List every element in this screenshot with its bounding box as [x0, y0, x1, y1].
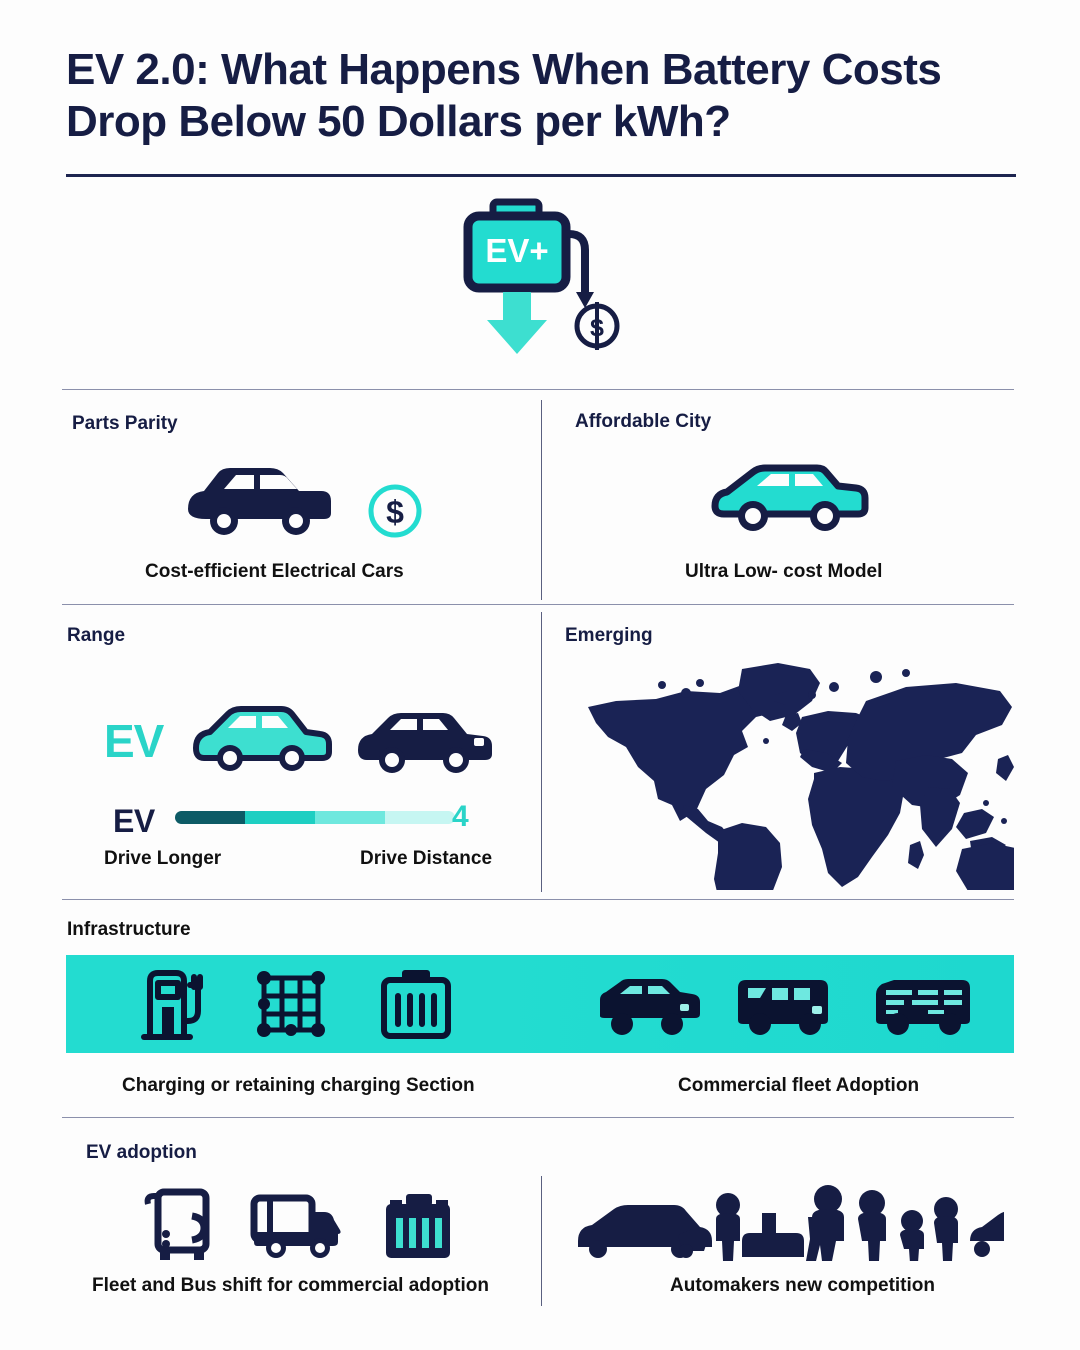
infrastructure-band: [66, 955, 1014, 1053]
divider-row-3-bottom: [62, 1117, 1014, 1118]
battery-cost-drop-icon: EV+ $: [463, 198, 620, 354]
range-bar-segment-1: [175, 811, 245, 824]
section-label-infrastructure: Infrastructure: [67, 919, 191, 940]
divider-vertical-row-1: [541, 400, 542, 600]
range-bar-segment-2: [245, 811, 315, 824]
title-line-1: EV 2.0: What Happens When Battery Costs: [66, 45, 942, 94]
battery-bars-icon: [386, 1194, 450, 1258]
truck-icon: [876, 980, 970, 1035]
dollar-circle-icon: $: [368, 484, 422, 538]
down-arrow-icon: [487, 292, 547, 354]
divider-row-1-top: [62, 389, 1014, 390]
range-bar-segment-3: [315, 811, 385, 824]
section-label-affordable-city: Affordable City: [575, 411, 712, 432]
section-label-ev-adoption: EV adoption: [86, 1142, 197, 1163]
battery-label: EV+: [485, 232, 548, 269]
range-ev-badge-top: EV: [104, 715, 164, 767]
suv-icon: [600, 979, 700, 1035]
divider-row-1-bottom: [62, 604, 1014, 605]
section-label-emerging: Emerging: [565, 625, 653, 646]
grid-network-icon: [257, 971, 325, 1037]
page-title: EV 2.0: What Happens When Battery Costs …: [66, 44, 1018, 148]
caption-commercial-fleet: Commercial fleet Adoption: [678, 1075, 920, 1096]
caption-affordable-city: Ultra Low- cost Model: [685, 561, 883, 582]
range-progress-bar: [175, 811, 455, 824]
title-underline: [66, 174, 1016, 177]
caption-drive-longer: Drive Longer: [104, 848, 222, 869]
caption-charging-section: Charging or retaining charging Section: [122, 1075, 475, 1096]
delivery-truck-icon: [250, 1194, 341, 1258]
divider-row-2-bottom: [62, 899, 1014, 900]
hero-section: EV+ $: [0, 196, 1080, 376]
charging-station-icon: [141, 970, 203, 1040]
teal-car-icon: [193, 706, 332, 771]
section-label-parts-parity: Parts Parity: [72, 413, 178, 434]
caption-fleet-bus-shift: Fleet and Bus shift for commercial adopt…: [92, 1275, 489, 1296]
range-bar-end-label: 4: [452, 800, 469, 833]
van-icon: [738, 980, 828, 1035]
divider-vertical-row-2: [541, 612, 542, 892]
divider-vertical-row-4: [541, 1176, 542, 1306]
sedan-car-icon: [188, 468, 331, 535]
crowd-and-cars-icon: [578, 1185, 1004, 1261]
title-line-2: Drop Below 50 Dollars per kWh?: [66, 97, 731, 146]
navy-car-icon: [358, 713, 492, 773]
dollar-circle-icon: $: [574, 302, 620, 350]
compact-car-icon: [711, 464, 869, 531]
world-map-icon: [588, 663, 1014, 890]
caption-automakers-competition: Automakers new competition: [670, 1275, 935, 1296]
range-bar-segment-4: [385, 811, 455, 824]
svg-text:$: $: [386, 494, 404, 530]
section-label-range: Range: [67, 625, 126, 646]
battery-icon: [381, 970, 451, 1039]
caption-drive-distance: Drive Distance: [360, 848, 493, 869]
caption-parts-parity: Cost-efficient Electrical Cars: [145, 561, 404, 582]
bus-icon: [144, 1188, 210, 1260]
range-ev-badge-bottom: EV: [113, 803, 155, 839]
